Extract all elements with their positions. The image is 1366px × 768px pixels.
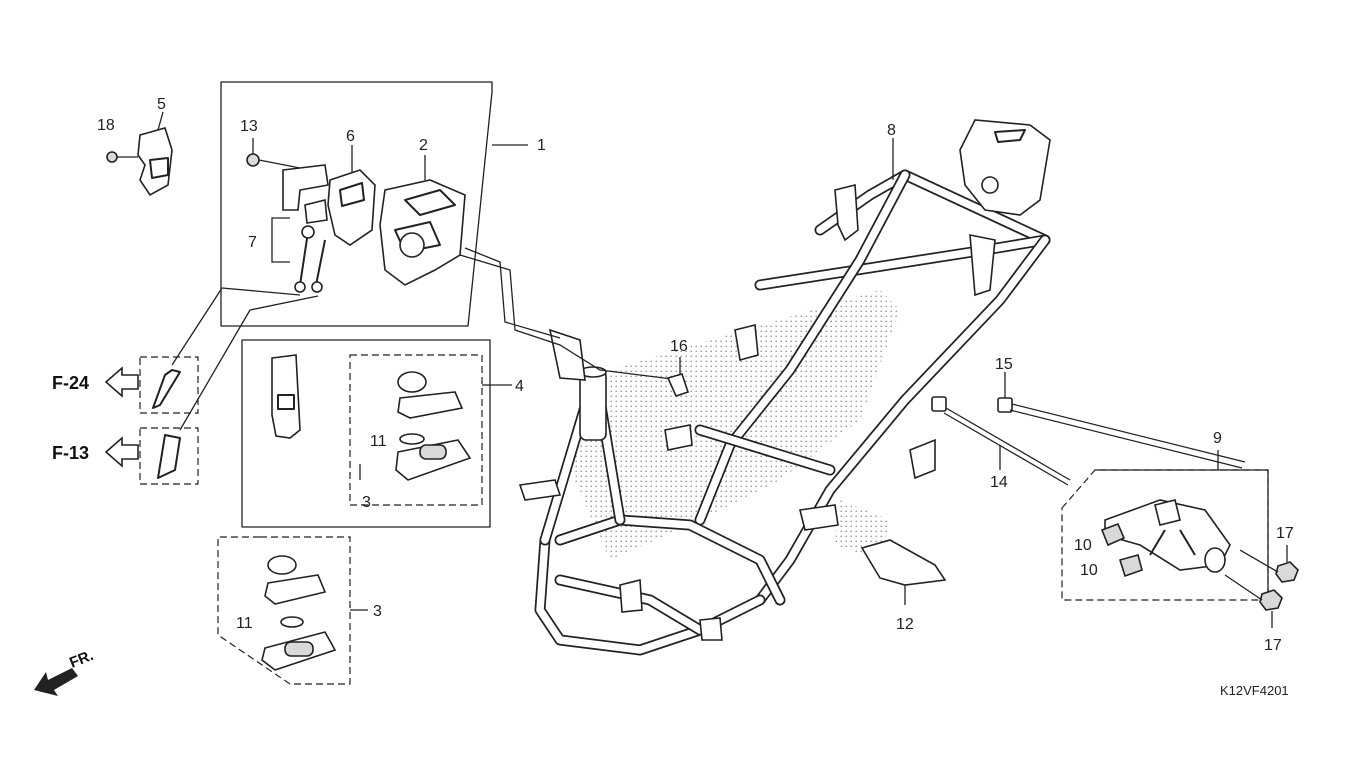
part-4-receiver xyxy=(271,354,301,439)
part-17-nut-a xyxy=(1275,561,1299,583)
part-4-group xyxy=(241,339,512,528)
front-label: FR. xyxy=(67,647,96,672)
callout-15: 15 xyxy=(995,356,1013,373)
part-14-bolt xyxy=(931,396,1071,486)
part-10-rubber-b xyxy=(1118,554,1143,578)
callout-17a: 17 xyxy=(1276,525,1294,542)
part-7-cable xyxy=(299,231,326,286)
callout-4: 4 xyxy=(515,378,524,395)
callout-3b: 3 xyxy=(373,603,382,620)
part-2-ignition-switch xyxy=(379,179,466,286)
f24-reference xyxy=(104,287,301,414)
part-9-group xyxy=(1061,450,1299,628)
callout-14: 14 xyxy=(990,474,1008,491)
part-18-screw xyxy=(106,151,118,163)
callout-11b: 11 xyxy=(236,615,253,632)
callout-1: 1 xyxy=(537,137,546,154)
part-5-bracket xyxy=(137,127,173,197)
callout-16: 16 xyxy=(670,338,688,355)
callout-8: 8 xyxy=(887,122,896,139)
part-12-plate xyxy=(860,539,947,586)
callout-3a: 3 xyxy=(362,494,371,511)
part-11-battery-b xyxy=(280,616,304,628)
arrow-left-outline-icon xyxy=(104,366,139,398)
callout-12: 12 xyxy=(896,616,914,633)
part-13-bolt xyxy=(246,153,260,167)
callout-10b: 10 xyxy=(1080,562,1098,579)
part-1-group xyxy=(220,81,681,381)
callout-5: 5 xyxy=(157,96,166,113)
part-16-bolt xyxy=(666,373,690,397)
callout-7: 7 xyxy=(248,234,257,251)
callout-10a: 10 xyxy=(1074,537,1092,554)
part-15-bolt xyxy=(997,372,1246,469)
callout-2: 2 xyxy=(419,137,428,154)
callout-13: 13 xyxy=(240,118,258,135)
main-frame xyxy=(518,119,1051,656)
callout-11a: 11 xyxy=(370,433,387,450)
part-6-lock-unit xyxy=(327,169,376,246)
part-10-rubber-a xyxy=(1100,522,1126,547)
f13-reference xyxy=(104,295,319,485)
callout-18: 18 xyxy=(97,117,115,134)
ref-f13: F-13 xyxy=(52,443,89,463)
callout-9: 9 xyxy=(1213,430,1222,447)
ref-f24: F-24 xyxy=(52,373,89,393)
callout-17b: 17 xyxy=(1264,637,1282,654)
part-3-group xyxy=(217,536,368,685)
part-11-battery-a xyxy=(399,433,425,445)
part-17-nut-b xyxy=(1259,589,1283,611)
callout-6: 6 xyxy=(346,128,355,145)
diagram-code: K12VF4201 xyxy=(1220,683,1289,698)
front-arrow-icon xyxy=(34,668,78,696)
